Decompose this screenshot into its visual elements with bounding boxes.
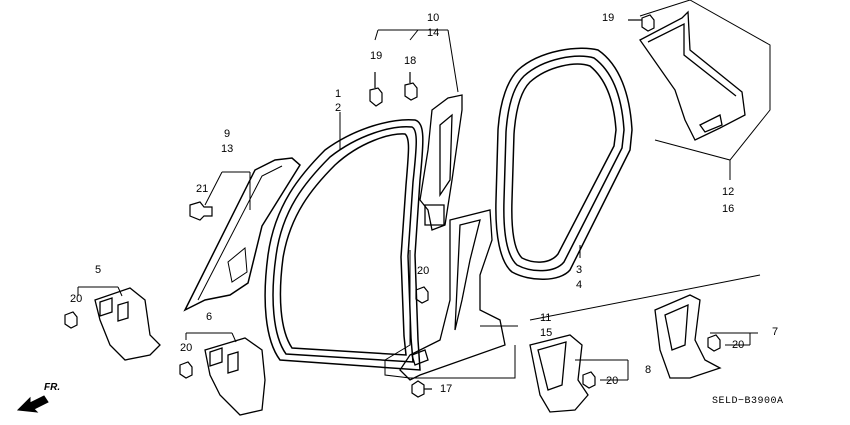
callout-20-lower-center: 20 [606, 375, 619, 387]
clip-19-top [628, 14, 655, 32]
callout-20-lower-left: 20 [180, 342, 193, 354]
leader-5 [77, 286, 123, 297]
rear-door-weatherstrip [495, 47, 633, 280]
front-direction-arrow [16, 395, 49, 413]
front-kick-trim-5 [94, 287, 161, 361]
callout-15: 15 [540, 327, 553, 339]
callout-6: 6 [206, 311, 213, 323]
front-direction-label: FR. [44, 382, 61, 393]
callout-16: 16 [722, 203, 735, 215]
rear-side-trim-8 [529, 334, 589, 413]
callout-14: 14 [427, 27, 440, 39]
clip-20-center [415, 286, 429, 304]
callout-3: 3 [576, 264, 583, 276]
callout-13: 13 [221, 143, 234, 155]
diagram-code: SELD−B3900A [712, 396, 784, 407]
divider-line [529, 274, 761, 321]
callout-18: 18 [404, 55, 417, 67]
leader-9-13 [204, 171, 251, 210]
callout-7: 7 [772, 326, 779, 338]
clip-17 [411, 380, 432, 398]
callout-19-upper: 19 [370, 50, 383, 62]
clip-21 [189, 201, 213, 221]
callout-11: 11 [540, 312, 552, 324]
leader-8 [575, 359, 629, 381]
callout-5: 5 [95, 264, 102, 276]
callout-2: 2 [335, 102, 342, 114]
b-pillar-upper [419, 94, 463, 231]
front-door-weatherstrip [264, 119, 424, 371]
leader-7 [710, 332, 758, 346]
leader-10-14 [374, 29, 459, 93]
box-12-16 [639, 0, 771, 180]
clip-20-lower-center [582, 371, 596, 389]
callout-20-left: 20 [70, 293, 83, 305]
clip-20-lower-left [179, 361, 193, 379]
callout-10: 10 [427, 12, 440, 24]
front-kick-trim-6 [204, 337, 266, 416]
callout-19-top: 19 [602, 12, 615, 24]
b-pillar-lower [399, 209, 506, 381]
callout-20-center: 20 [417, 265, 430, 277]
a-pillar-garnish [183, 157, 301, 312]
clip-18 [404, 72, 418, 101]
callout-4: 4 [576, 279, 583, 291]
callout-9: 9 [224, 128, 231, 140]
callout-20-right: 20 [732, 339, 745, 351]
callout-12: 12 [722, 186, 735, 198]
leader-6 [185, 332, 237, 343]
clip-19-upper [369, 72, 383, 107]
callout-8: 8 [645, 364, 652, 376]
rear-side-trim-7 [654, 294, 722, 379]
clip-20-left [64, 311, 78, 329]
callout-21: 21 [196, 183, 209, 195]
callout-17: 17 [440, 383, 453, 395]
c-pillar-garnish [639, 10, 746, 141]
clip-20-right [707, 334, 721, 352]
leader-11-15 [384, 250, 518, 379]
callout-1: 1 [335, 88, 342, 100]
